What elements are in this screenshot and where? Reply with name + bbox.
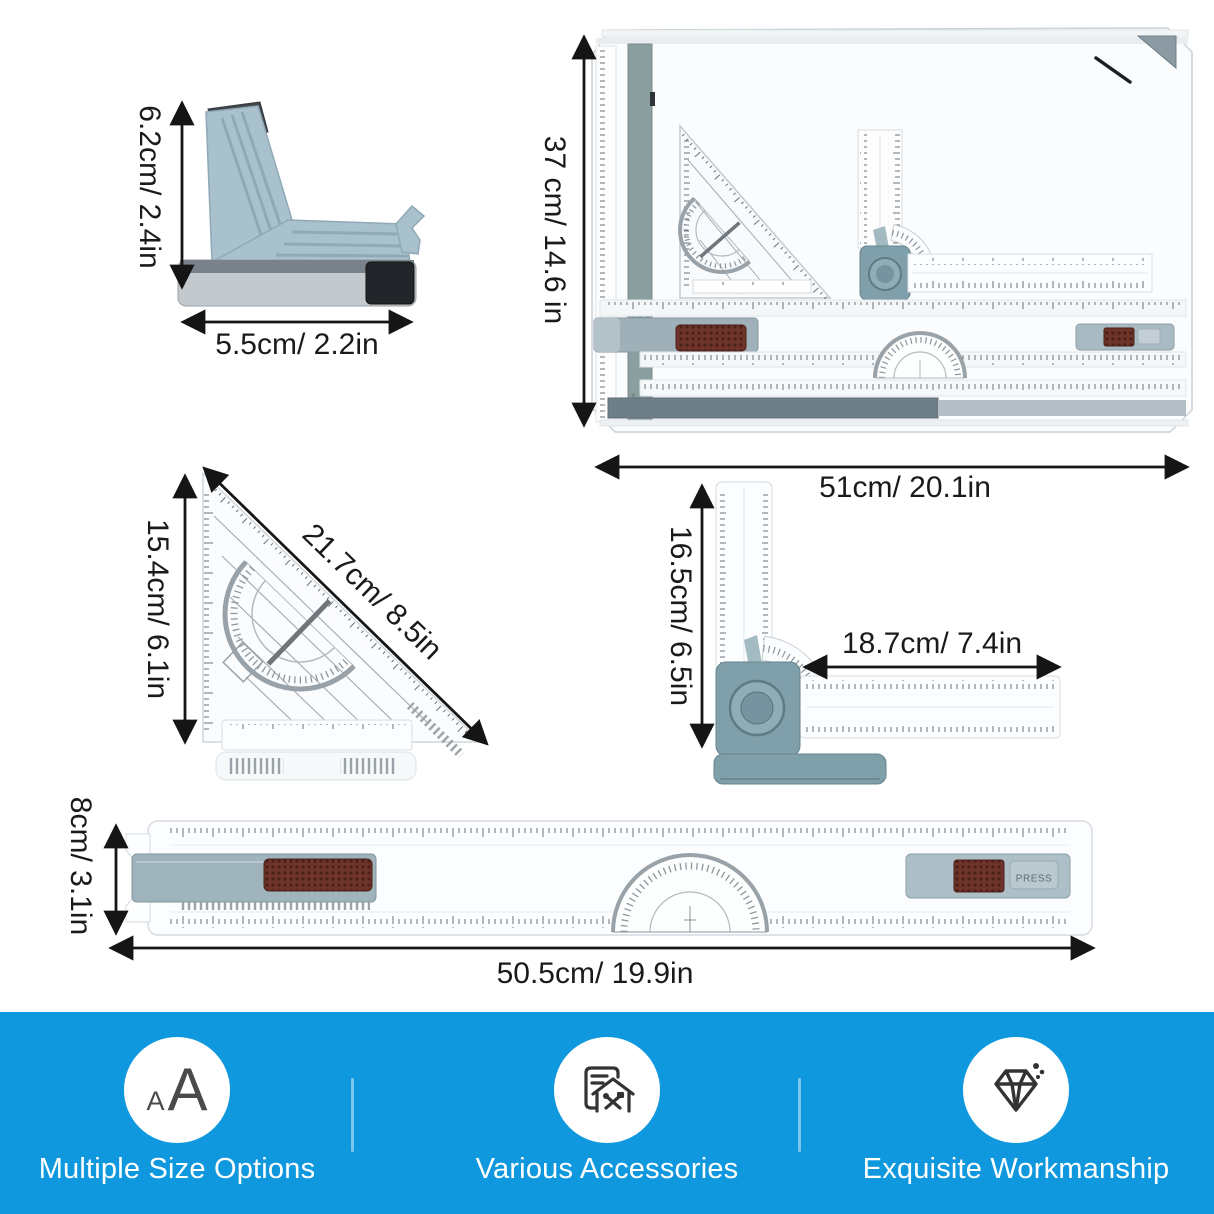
font-size-icon-large-letter: A: [167, 1056, 208, 1123]
font-size-icon: A A: [146, 1060, 207, 1120]
corner-bracket-dimensions: 6.2cm/ 2.4in 5.5cm/ 2.2in: [133, 100, 414, 361]
angle-ruler-photo: [713, 481, 1061, 785]
long-ruler-left-slider: [131, 853, 377, 910]
font-size-icon-small-letter: A: [146, 1086, 165, 1116]
board-width-label: 51cm/ 20.1in: [819, 471, 991, 504]
feature-label: Exquisite Workmanship: [862, 1153, 1170, 1185]
angle-ruler-height-label: 16.5cm/ 6.5in: [664, 526, 697, 706]
long-ruler-width-label: 50.5cm/ 19.9in: [497, 957, 694, 990]
board-corner-clip: [1136, 35, 1177, 70]
banner-divider: [798, 1078, 801, 1152]
board-height-label: 37 cm/ 14.6 in: [538, 136, 571, 324]
board-tsquare: [857, 129, 1153, 301]
feature-multiple-sizes: A A Multiple Size Options: [12, 1012, 342, 1214]
feature-banner: A A Multiple Size Options Various Access…: [0, 1012, 1214, 1214]
accessories-icon: [584, 1066, 635, 1113]
banner-divider: [351, 1078, 354, 1152]
press-button-label: PRESS: [1016, 874, 1052, 885]
feature-label: Various Accessories: [475, 1153, 739, 1185]
feature-various-accessories: Various Accessories: [442, 1012, 772, 1214]
feature-label: Multiple Size Options: [38, 1153, 316, 1185]
long-ruler-right-slider: PRESS: [905, 853, 1071, 899]
set-square-photo: [202, 471, 483, 781]
angle-ruler-dimensions: 16.5cm/ 6.5in 18.7cm/ 7.4in: [664, 483, 1062, 749]
feature-exquisite-workmanship: Exquisite Workmanship: [851, 1012, 1181, 1214]
product-collage: 6.2cm/ 2.4in 5.5cm/ 2.2in: [64, 27, 1193, 990]
long-ruler-height-label: 8cm/ 3.1in: [64, 797, 97, 935]
long-ruler-protractor: [611, 853, 769, 933]
drawing-board-dimensions: 37 cm/ 14.6 in 51cm/ 20.1in: [538, 34, 1190, 504]
diamond-icon: [994, 1063, 1045, 1112]
angle-ruler-width-label: 18.7cm/ 7.4in: [842, 627, 1022, 660]
feature-circle: A A: [124, 1037, 230, 1143]
drawing-board-photo: [591, 27, 1193, 433]
corner-bracket-photo: [177, 101, 426, 307]
set-square-height-label: 15.4cm/ 6.1in: [141, 519, 174, 699]
board-set-square: [676, 123, 832, 306]
long-ruler-photo: PRESS: [125, 820, 1093, 936]
long-ruler-dimensions: 8cm/ 3.1in 50.5cm/ 19.9in: [64, 797, 1096, 990]
feature-circle: [963, 1037, 1069, 1143]
feature-circle: [554, 1037, 660, 1143]
board-protractor: [873, 331, 967, 379]
bracket-width-label: 5.5cm/ 2.2in: [215, 328, 378, 361]
board-slide-rail: [593, 299, 1189, 427]
bracket-height-label: 6.2cm/ 2.4in: [133, 105, 166, 268]
pencil-mark: [1094, 56, 1132, 84]
